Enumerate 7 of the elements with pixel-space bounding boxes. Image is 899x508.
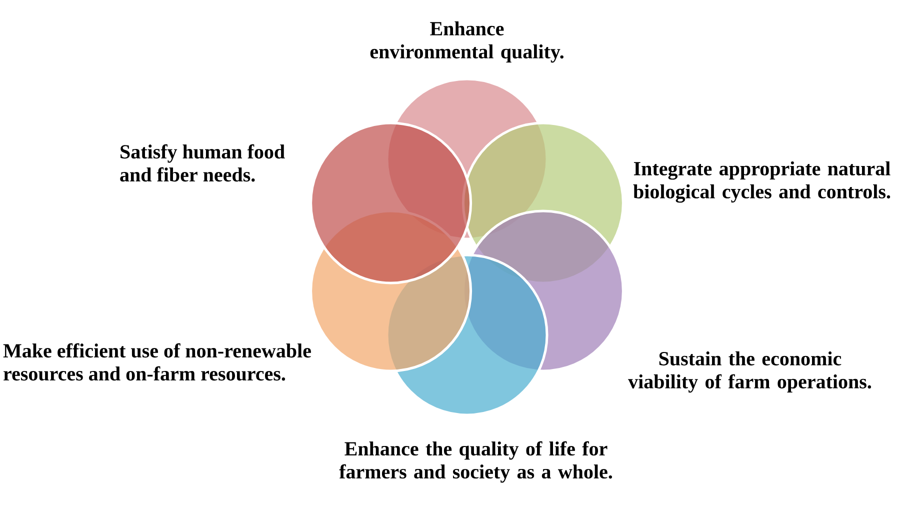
circle-label: Satisfy human food and fiber needs.	[120, 144, 285, 182]
circle-label: Make efficient use of non-renewable resources and on-farm resources.	[3, 343, 311, 381]
venn-circle	[310, 122, 472, 284]
circle-label: Enhance the quality of life for farmers and society as a whole.	[339, 441, 612, 483]
circle-label: Enhance environmental quality.	[370, 21, 564, 63]
circle-label: Sustain the economic viability of farm operations.	[628, 351, 872, 393]
circle-label: Integrate appropriate natural biological cycles and controls.	[633, 161, 890, 203]
